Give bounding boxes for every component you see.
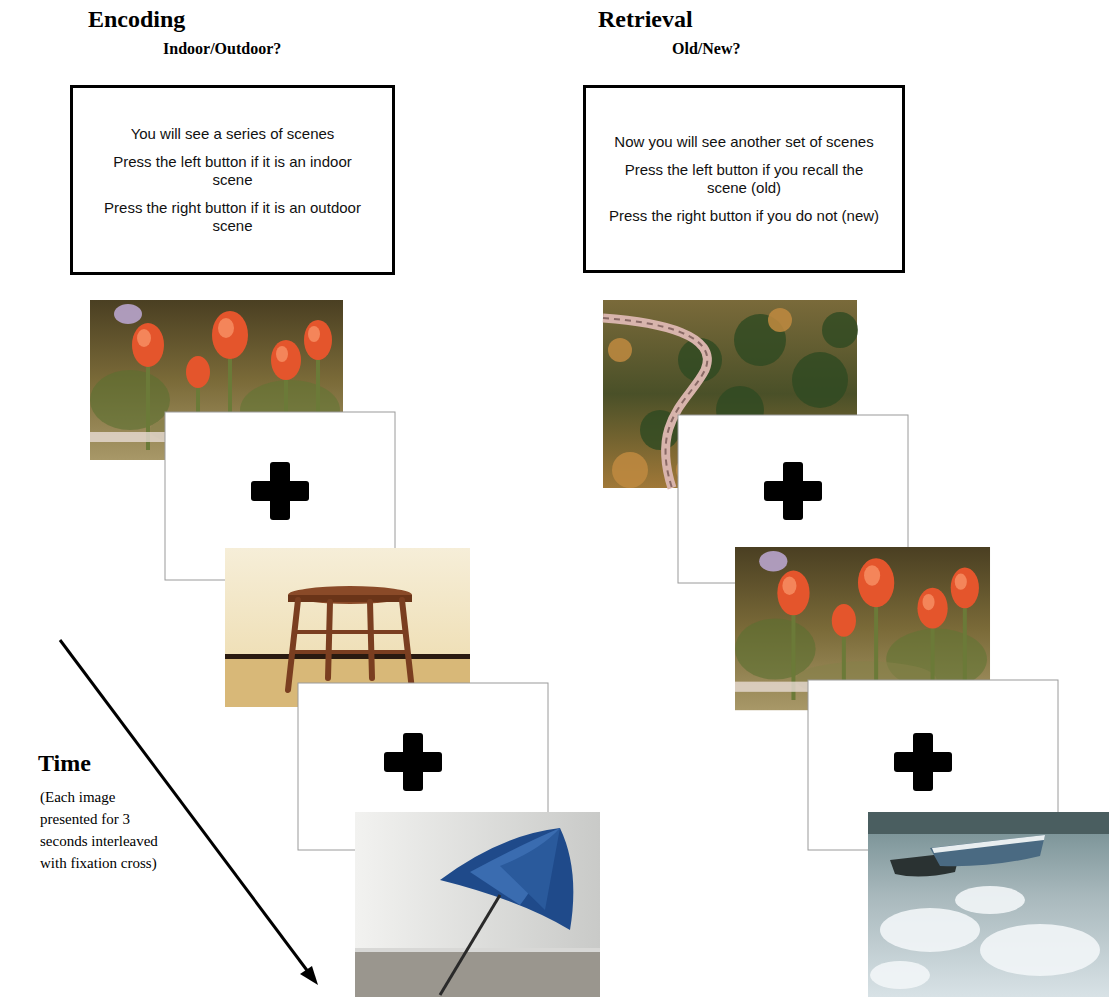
fixation-screen (251, 481, 309, 501)
timing-note: (Each image presented for 3 seconds inte… (40, 786, 170, 874)
fixation-screen (384, 752, 442, 772)
umbrella-photo (500, 828, 560, 910)
forest-photo (792, 352, 848, 408)
stool-photo (328, 602, 330, 678)
section-title: Encoding (88, 6, 185, 33)
boats-photo (870, 961, 930, 989)
time-label: Time (38, 750, 91, 777)
instruction-text: You will see a series of scenes (131, 125, 335, 143)
boats-photo (932, 835, 1045, 853)
instruction-text: Press the right button if it is an outdo… (93, 199, 372, 235)
boats-photo (880, 908, 980, 952)
umbrella-photo (355, 812, 600, 997)
fixation-screen (764, 481, 822, 501)
instruction-text: Press the left button if you recall the … (606, 161, 882, 197)
instruction-box: Now you will see another set of scenesPr… (583, 85, 905, 273)
boats-photo (868, 812, 1109, 997)
instruction-box: You will see a series of scenesPress the… (70, 85, 395, 275)
stool-photo (370, 602, 372, 678)
time-arrow (60, 640, 312, 977)
time-arrow (300, 966, 318, 985)
instruction-text: Now you will see another set of scenes (614, 133, 873, 151)
instruction-text: Press the left button if it is an indoor… (93, 153, 372, 189)
stool-photo (288, 586, 412, 604)
fixation-screen (894, 752, 952, 772)
umbrella-photo (440, 828, 573, 930)
forest-photo (822, 312, 858, 348)
boats-photo (868, 812, 1109, 834)
stool-photo (292, 650, 408, 654)
task-question: Indoor/Outdoor? (163, 40, 281, 58)
forest-photo (608, 338, 632, 362)
umbrella-photo (355, 948, 600, 952)
forest-photo (768, 308, 792, 332)
stool-photo (294, 630, 406, 634)
task-question: Old/New? (672, 40, 740, 58)
section-title: Retrieval (598, 6, 693, 33)
stool-photo (288, 600, 412, 690)
umbrella-photo (355, 812, 600, 997)
stool-photo (288, 600, 298, 690)
stool-photo (288, 595, 412, 602)
umbrella-photo (440, 895, 500, 995)
boats-photo (930, 835, 1045, 866)
boats-photo (870, 886, 1100, 989)
stool-photo (225, 654, 470, 659)
stool-photo (292, 632, 408, 652)
boats-photo (868, 812, 1109, 997)
umbrella-photo (355, 952, 600, 997)
boats-photo (955, 886, 1025, 914)
stool-photo (402, 600, 412, 690)
forest-photo (612, 452, 648, 488)
boats-photo (980, 924, 1100, 976)
instruction-text: Press the right button if you do not (ne… (609, 207, 879, 225)
